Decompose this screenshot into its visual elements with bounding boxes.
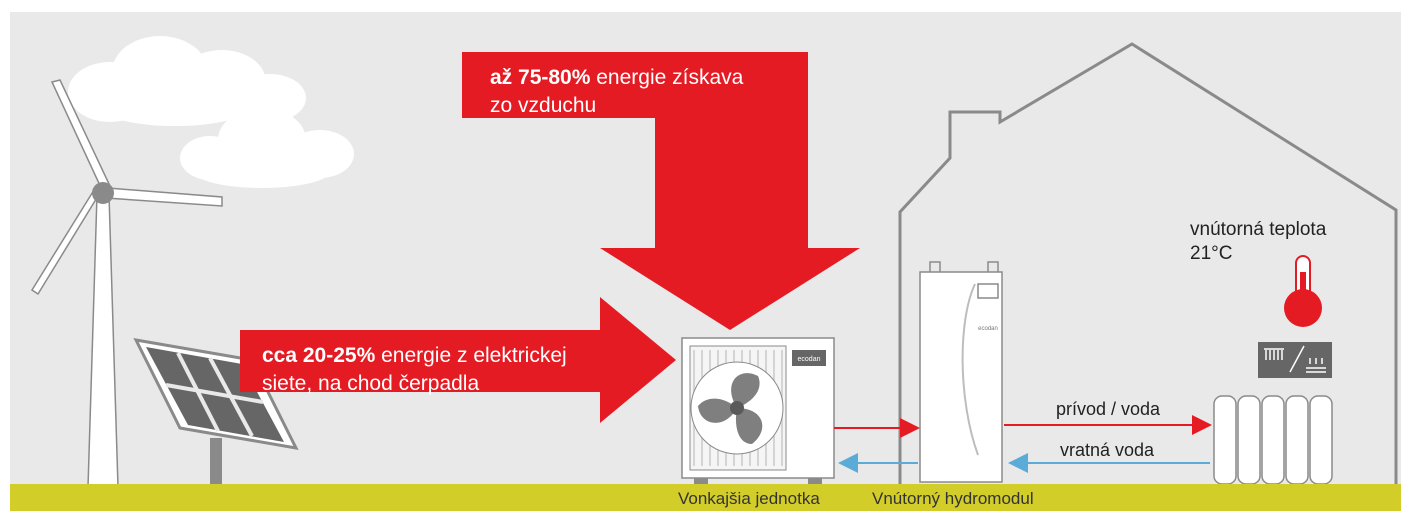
fan-icon bbox=[698, 373, 763, 444]
indoor-hydromodule: ecodan bbox=[919, 261, 1003, 483]
indoor-temperature-text: vnútorná teplota bbox=[1190, 219, 1327, 240]
radiator-icon bbox=[1213, 395, 1333, 485]
indoor-temperature-label: vnútorná teplota 21°C bbox=[1190, 218, 1326, 266]
outdoor-unit-label: Vonkajšia jednotka bbox=[678, 489, 820, 508]
svg-text:ecodan: ecodan bbox=[798, 356, 821, 363]
outdoor-unit: ecodan bbox=[681, 337, 835, 486]
electric-energy-arrow bbox=[240, 297, 676, 423]
cloud-icon bbox=[68, 36, 306, 126]
electric-energy-callout: cca 20-25% energie z elektrickej siete, … bbox=[262, 342, 622, 398]
radiator-floor-heating-icon bbox=[1258, 342, 1332, 378]
indoor-temperature-value: 21°C bbox=[1190, 243, 1233, 264]
air-energy-text-line2: zo vzduchu bbox=[490, 94, 597, 117]
solar-panel-icon bbox=[133, 338, 299, 488]
indoor-unit-label: Vnútorný hydromodul bbox=[872, 489, 1034, 508]
air-energy-arrow bbox=[462, 52, 860, 330]
thermometer-icon bbox=[1284, 255, 1322, 327]
supply-water-label: prívod / voda bbox=[1056, 399, 1161, 419]
air-energy-percent: až 75-80% bbox=[490, 66, 591, 89]
electric-energy-percent: cca 20-25% bbox=[262, 344, 376, 367]
air-energy-text-line1: energie získava bbox=[590, 66, 744, 89]
return-water-label: vratná voda bbox=[1060, 440, 1155, 460]
svg-text:ecodan: ecodan bbox=[978, 326, 998, 332]
electric-energy-text-line2: siete, na chod čerpadla bbox=[262, 372, 480, 395]
ground-band bbox=[10, 484, 1401, 511]
air-energy-callout: až 75-80% energie získava zo vzduchu bbox=[490, 64, 810, 120]
wind-turbine-icon bbox=[30, 79, 223, 488]
electric-energy-text-line1: energie z elektrickej bbox=[375, 344, 567, 367]
cloud-icon bbox=[180, 108, 354, 188]
